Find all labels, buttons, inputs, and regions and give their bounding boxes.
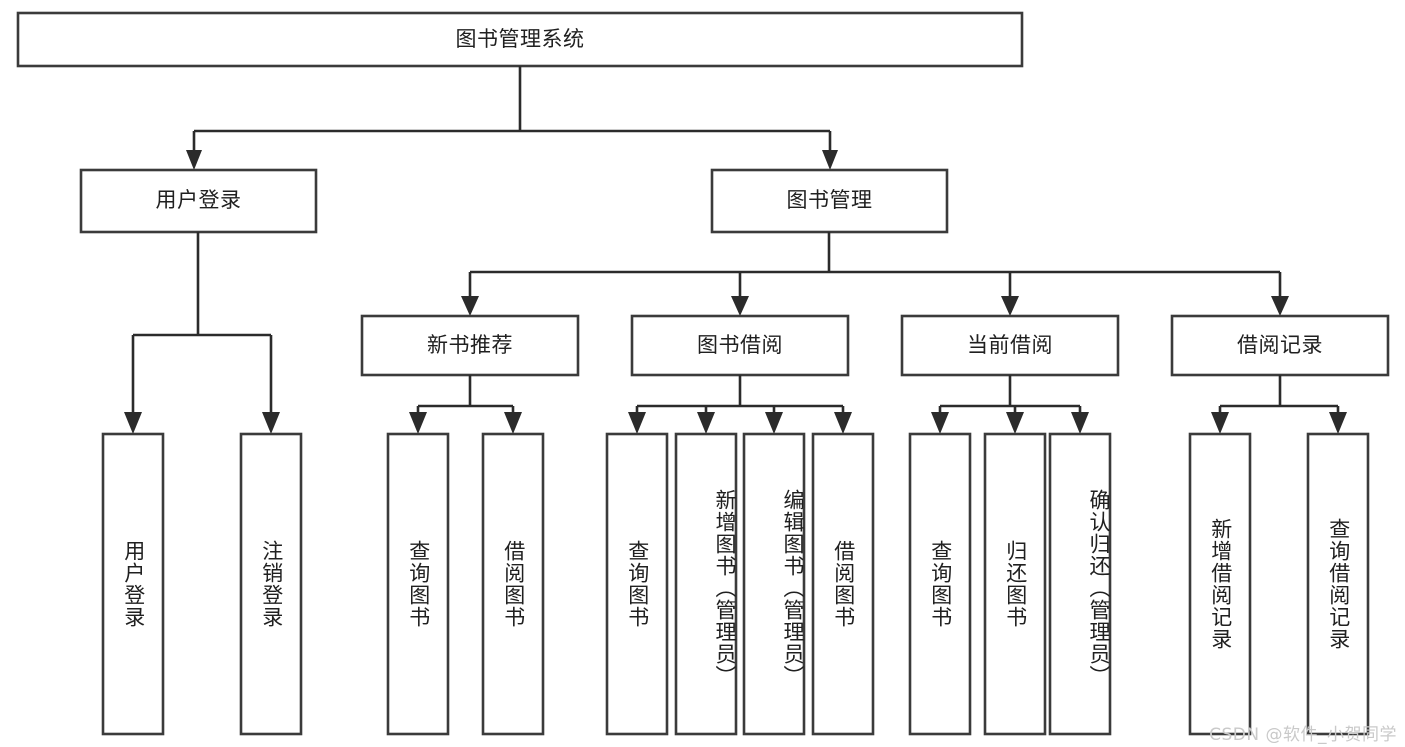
connector-user-login-to-leaves — [124, 232, 280, 434]
node-box-query-book-2[interactable] — [605, 432, 669, 736]
arrow-head-edit-book-admin — [765, 412, 783, 434]
connector-current-borrow-to-leaves — [931, 375, 1089, 434]
node-box-book-borrow[interactable] — [630, 314, 850, 377]
node-box-borrow-records[interactable] — [1170, 314, 1390, 377]
arrow-head-new-book-recommend — [461, 296, 479, 316]
arrow-head-query-book-2 — [628, 412, 646, 434]
arrow-head-query-borrow-record — [1329, 412, 1347, 434]
arrow-head-user-logout — [262, 412, 280, 434]
arrow-head-current-borrow — [1001, 296, 1019, 316]
node-box-new-book-recommend[interactable] — [360, 314, 580, 377]
arrow-head-query-book-1 — [409, 412, 427, 434]
connector-new-book-recommend-to-leaves — [409, 375, 522, 434]
node-box-book-management[interactable] — [710, 168, 949, 234]
connector-book-management-to-level3 — [461, 232, 1289, 316]
node-box-current-borrow[interactable] — [900, 314, 1120, 377]
arrow-head-book-borrow — [731, 296, 749, 316]
arrow-head-add-book-admin — [697, 412, 715, 434]
connector-root-to-level2 — [186, 66, 838, 170]
node-box-query-book-3[interactable] — [908, 432, 972, 736]
arrow-head-user-login — [186, 150, 202, 170]
node-box-edit-book-admin[interactable] — [742, 432, 806, 736]
node-box-add-book-admin[interactable] — [674, 432, 738, 736]
connector-book-borrow-to-leaves — [628, 375, 852, 434]
arrow-head-borrow-book-1 — [504, 412, 522, 434]
node-box-borrow-book-1[interactable] — [481, 432, 545, 736]
node-box-borrow-book-2[interactable] — [811, 432, 875, 736]
arrow-head-add-borrow-record — [1211, 412, 1229, 434]
node-box-user-login-do[interactable] — [101, 432, 165, 736]
node-box-return-book[interactable] — [983, 432, 1047, 736]
arrow-head-book-management — [822, 150, 838, 170]
node-box-user-login[interactable] — [79, 168, 318, 234]
node-box-root[interactable] — [16, 11, 1024, 68]
arrow-head-user-login-do — [124, 412, 142, 434]
node-box-confirm-return-admin[interactable] — [1048, 432, 1112, 736]
node-box-user-logout[interactable] — [239, 432, 303, 736]
connector-borrow-records-to-leaves — [1211, 375, 1347, 434]
arrow-head-borrow-records — [1271, 296, 1289, 316]
node-box-query-borrow-record[interactable] — [1306, 432, 1370, 736]
node-box-query-book-1[interactable] — [386, 432, 450, 736]
arrow-head-confirm-return-admin — [1071, 412, 1089, 434]
arrow-head-query-book-3 — [931, 412, 949, 434]
arrow-head-borrow-book-2 — [834, 412, 852, 434]
arrow-head-return-book — [1006, 412, 1024, 434]
node-box-add-borrow-record[interactable] — [1188, 432, 1252, 736]
